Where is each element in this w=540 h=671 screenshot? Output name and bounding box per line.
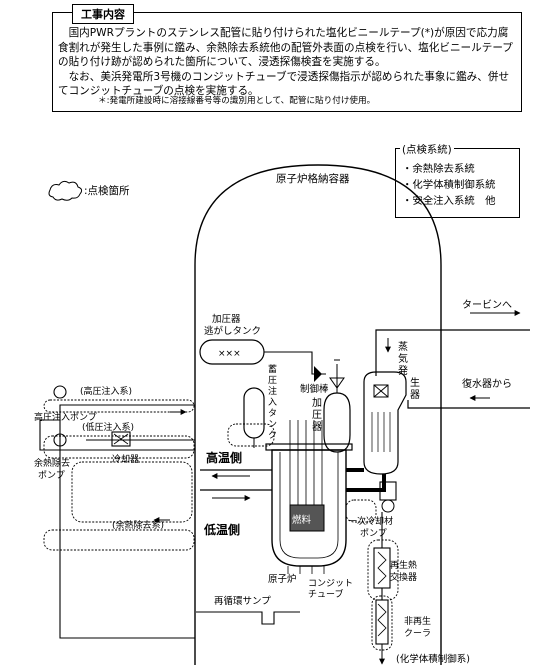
cvcs-label: (化学体積制御系) (396, 653, 470, 665)
steam-generator-label: 蒸 気 発 生 器 (398, 341, 420, 401)
turbine-label: タービンへ (462, 299, 512, 311)
inspection-systems-box: (点検系統) ・余熱除去系統 ・化学体積制御系統 ・安全注入系統 他 (395, 141, 520, 218)
non-regen-label-2: クーラ (404, 628, 431, 639)
pressurizer-label: 加 圧 器 (312, 397, 322, 433)
rcp-label-1: 一次冷却材 (348, 515, 393, 527)
cold-side-label: 低温側 (203, 522, 240, 537)
svg-text:圧: 圧 (312, 410, 322, 421)
svg-text:注: 注 (268, 385, 277, 397)
prt-label-1: 加圧器 (212, 314, 241, 325)
main-steam-line (375, 329, 530, 376)
regen-hx-label-2: 交換器 (390, 571, 417, 583)
hp-injection-line (59, 404, 195, 639)
hp-injection-system-label: (高圧注入系) (80, 385, 132, 397)
rhr-pump-label-2: ポンプ (38, 470, 65, 481)
svg-text:蓄: 蓄 (268, 363, 277, 375)
svg-text:器: 器 (410, 389, 420, 401)
legend-label: :点検箇所 (84, 184, 130, 197)
work-paragraph-1: 国内PWRプラントのステンレス配管に貼り付けられた塩化ビニールテープ(*)が原因… (58, 27, 513, 69)
inspection-item-rhr: ・余熱除去系統 (402, 163, 475, 175)
inspection-systems-title: (点検系統) (400, 141, 454, 156)
svg-text:加: 加 (312, 397, 322, 409)
svg-text:入: 入 (268, 397, 277, 408)
inspection-item-si: ・安全注入系統 他 (402, 195, 496, 207)
lp-injection-system-label: (低圧注入系) (82, 421, 134, 433)
svg-text:蒸: 蒸 (398, 341, 408, 353)
recirc-sump-label: 再循環サンプ (214, 595, 271, 607)
containment-vessel (194, 164, 442, 665)
cooler-label: 冷却器 (112, 453, 139, 465)
control-rod-label: 制御棒 (300, 383, 329, 395)
work-paragraph-2: なお、美浜発電所3号機のコンジットチューブで浸透探傷指示が認められた事象に鑑み、… (58, 70, 510, 98)
conduit-label-2: チューブ (308, 588, 343, 600)
svg-text:タ: タ (268, 408, 277, 419)
work-description-text: 国内PWRプラントのステンレス配管に貼り付けられた塩化ビニールテープ(*)が原因… (58, 26, 516, 99)
svg-text:発: 発 (398, 364, 408, 377)
regenerative-heat-exchanger (373, 547, 391, 589)
reactor-coolant-pump (379, 481, 397, 513)
svg-text:ン: ン (268, 420, 277, 430)
svg-text:圧: 圧 (268, 375, 277, 386)
rhr-pump-label-1: 余熱除去 (34, 457, 70, 469)
svg-text:生: 生 (410, 376, 420, 389)
accumulator (243, 387, 265, 448)
rhr-system-label: (余熱除去系) (112, 519, 164, 531)
inspection-systems-list: ・余熱除去系統 ・化学体積制御系統 ・安全注入系統 他 (402, 161, 496, 209)
regen-hx-label-1: 再生熱 (390, 559, 417, 571)
reactor-label: 原子炉 (268, 573, 297, 585)
fuel-label: 燃料 (292, 514, 312, 526)
accumulator-label: 蓄 圧 注 入 タ ン ク (268, 363, 277, 441)
inspection-item-cvcs: ・化学体積制御系統 (402, 179, 496, 191)
non-regenerative-cooler (375, 599, 389, 645)
reactor-vessel (265, 420, 353, 567)
work-description-title: 工事内容 (72, 4, 134, 24)
svg-text:器: 器 (312, 421, 322, 433)
hot-side-label: 高温側 (206, 450, 242, 465)
work-footnote: ＊:発電所建設時に溶接線番号等の識別用として、配管に貼り付け使用。 (98, 96, 376, 106)
rhr-line (39, 419, 195, 451)
cold-leg (346, 474, 386, 492)
rcp-label-2: ポンプ (360, 528, 387, 539)
containment-label: 原子炉格納容器 (276, 172, 350, 185)
non-regen-label-1: 非再生 (404, 615, 431, 627)
inspection-area-clouds (43, 399, 399, 651)
condenser-label: 復水器から (462, 377, 512, 390)
svg-text:気: 気 (398, 352, 408, 365)
steam-generator (363, 371, 407, 475)
svg-text:ク: ク (268, 430, 277, 441)
feedwater-line (407, 400, 530, 409)
conduit-label-1: コンジット (308, 579, 353, 589)
prt-label-2: 逃がしタンク (204, 325, 261, 337)
inspection-cloud-icon (48, 180, 83, 201)
work-description-box (52, 12, 522, 112)
hp-injection-pump-label: 高圧注入ポンプ (34, 411, 97, 423)
svg-text:×××: ××× (218, 349, 241, 359)
pressurizer-relief-tank: ××× (199, 339, 265, 365)
